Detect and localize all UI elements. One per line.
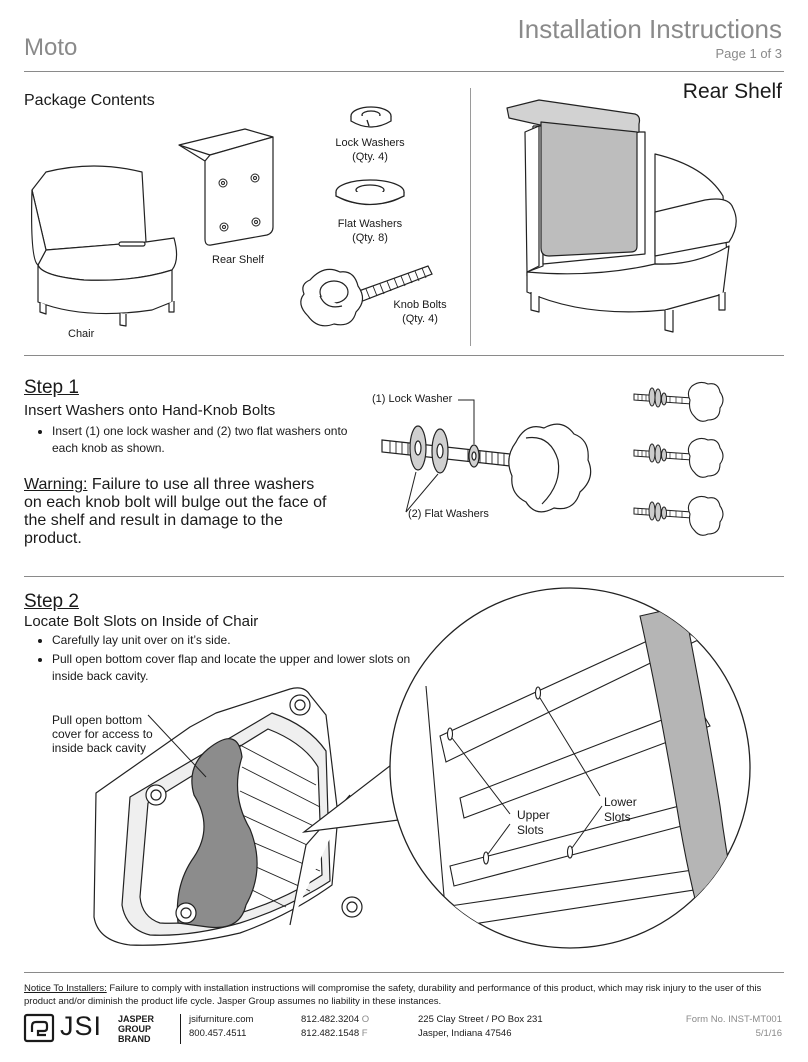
jasper-group-brand: JASPER GROUP BRAND — [118, 1014, 155, 1044]
address-line-1: 225 Clay Street / PO Box 231 — [418, 1014, 543, 1025]
jsi-logo-icon — [23, 1013, 55, 1047]
step1-bullet-1: Insert (1) one lock washer and (2) two f… — [52, 423, 352, 457]
address-line-2: Jasper, Indiana 47546 — [418, 1028, 512, 1039]
step2-bullet-2: Pull open bottom cover flap and locate t… — [52, 651, 432, 685]
form-number: Form No. INST-MT001 — [685, 1014, 782, 1025]
step2-subheading: Locate Bolt Slots on Inside of Chair — [24, 613, 259, 630]
warning-label: Warning: — [24, 476, 88, 493]
page-indicator: Page 1 of 3 — [715, 46, 783, 61]
brand-wordmark: JSI — [60, 1011, 103, 1041]
flat-washers-label: Flat Washers — [337, 218, 403, 230]
header-rule — [24, 71, 784, 72]
rear-shelf-illustration — [175, 123, 280, 258]
tollfree-phone: 800.457.4511 — [189, 1028, 247, 1039]
section-rule-3 — [24, 972, 784, 973]
step1-subheading: Insert Washers onto Hand-Knob Bolts — [24, 402, 276, 419]
footer-divider — [180, 1014, 181, 1044]
rear-shelf-title: Rear Shelf — [682, 80, 782, 103]
office-phone: 812.482.3204 O — [301, 1014, 370, 1025]
document-title: Installation Instructions — [517, 14, 782, 44]
section-rule-1 — [24, 355, 784, 356]
warning-text: Failure to use all three washers on each… — [24, 476, 327, 547]
section-divider-vertical — [470, 88, 471, 346]
package-contents-title: Package Contents — [24, 92, 155, 109]
knob-bolt-icon — [296, 256, 441, 336]
rear-shelf-label: Rear Shelf — [212, 254, 264, 266]
bolt-slots-magnified-view — [300, 586, 755, 963]
lock-washers-label: Lock Washers — [335, 137, 405, 149]
upper-slots-callout-2: Slots — [517, 823, 544, 837]
step1-warning: Warning: Failure to use all three washer… — [24, 476, 336, 548]
lock-washers-qty: (Qty. 4) — [352, 151, 388, 163]
lock-washer-callout: (1) Lock Washer — [372, 393, 453, 405]
chair-with-rear-shelf-illustration — [505, 96, 745, 346]
assembled-knob-bolts-illustration — [630, 380, 730, 545]
chair-illustration — [24, 150, 194, 340]
flat-washer-icon — [330, 175, 410, 214]
chair-on-side-illustration — [90, 685, 400, 975]
knob-bolts-label: Knob Bolts — [393, 299, 447, 311]
chair-label: Chair — [68, 328, 95, 340]
form-date: 5/1/16 — [755, 1028, 782, 1039]
knob-bolts-qty: (Qty. 4) — [402, 313, 438, 325]
step1-bullets: Insert (1) one lock washer and (2) two f… — [34, 423, 352, 459]
flat-washers-qty: (Qty. 8) — [352, 232, 388, 244]
lock-washer-icon — [343, 100, 399, 137]
step2-bullet-1: Carefully lay unit over on it’s side. — [52, 632, 432, 649]
lower-slots-callout-1: Lower — [604, 795, 637, 809]
website-link[interactable]: jsifurniture.com — [189, 1014, 254, 1025]
bottom-cover-callout: Pull open bottom cover for access to ins… — [52, 713, 153, 755]
section-rule-2 — [24, 576, 784, 577]
product-name: Moto — [24, 34, 78, 61]
upper-slots-callout-1: Upper — [517, 808, 550, 822]
knob-washer-assembly-illustration — [376, 399, 601, 535]
step1-heading: Step 1 — [24, 377, 79, 398]
installer-notice: Notice To Installers: Failure to comply … — [24, 982, 784, 1008]
lower-slots-callout-2: Slots — [604, 810, 631, 824]
fax-phone: 812.482.1548 F — [301, 1028, 368, 1039]
step2-heading: Step 2 — [24, 591, 79, 612]
notice-text: Failure to comply with installation inst… — [24, 983, 762, 1007]
notice-label: Notice To Installers: — [24, 983, 107, 994]
flat-washers-callout: (2) Flat Washers — [408, 508, 489, 520]
step2-bullets: Carefully lay unit over on it’s side. Pu… — [34, 632, 432, 687]
